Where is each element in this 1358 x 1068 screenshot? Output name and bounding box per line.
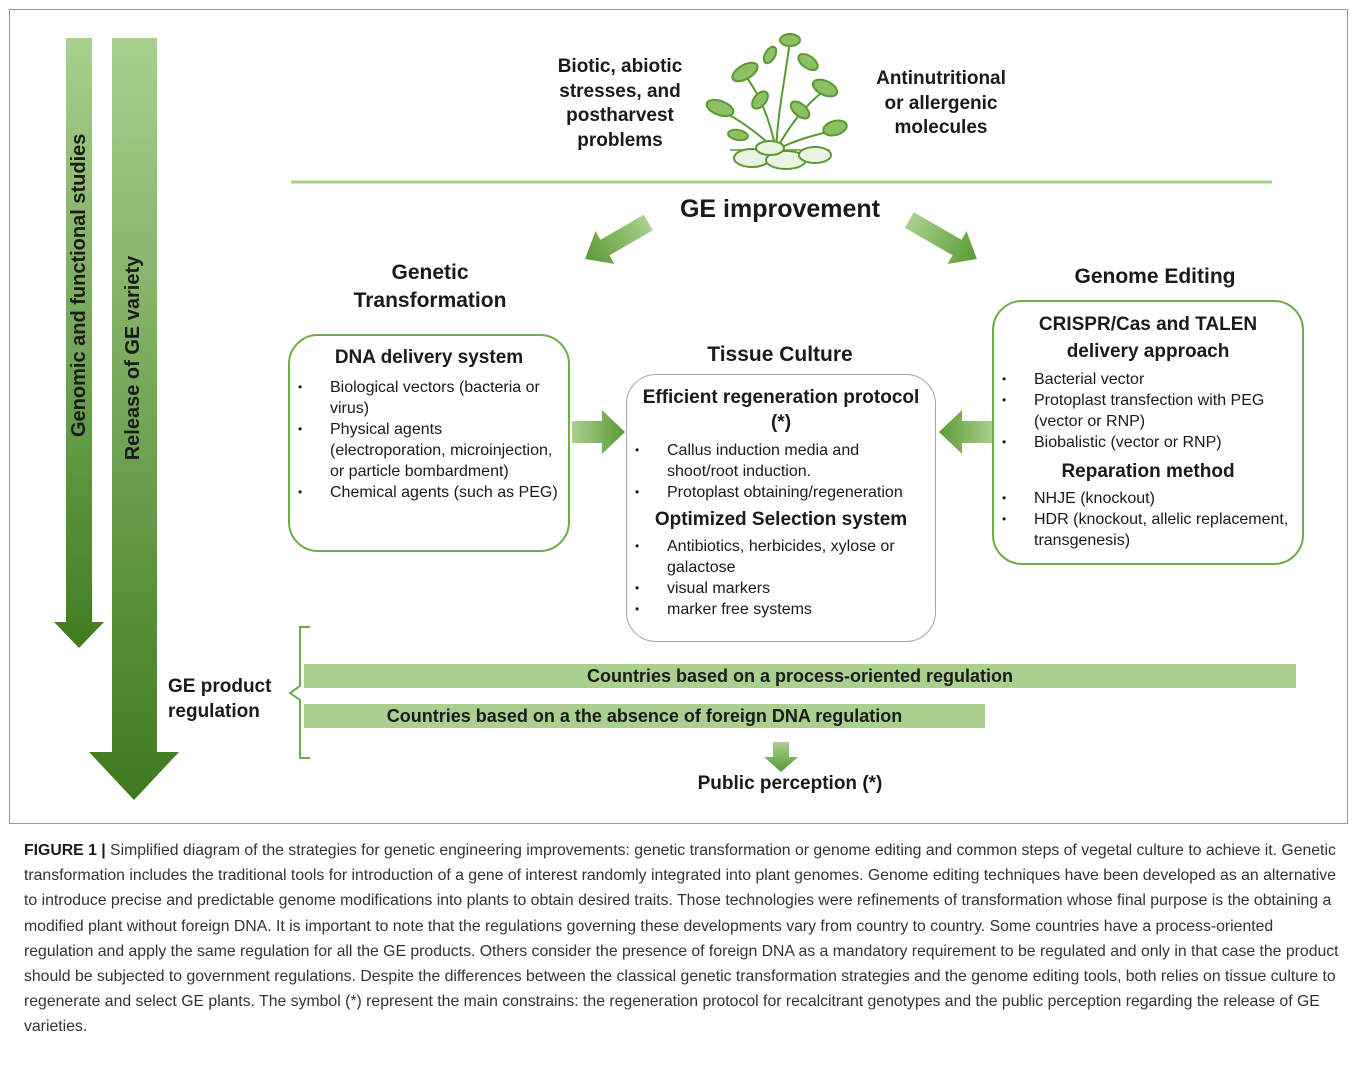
list-item: marker free systems [627,599,929,620]
figure-caption: FIGURE 1 | Simplified diagram of the str… [24,838,1340,1040]
stresses-text: Biotic, abiotic stresses, and postharves… [540,55,700,153]
antinutritional-line: Antinutritional [876,68,1006,89]
antinutritional-line: or allergenic [884,92,998,114]
dna-delivery-box: DNA delivery system Biological vectors (… [288,334,570,552]
arrow-to-genetic-transformation [585,214,653,264]
caption-label: FIGURE 1 | [24,842,106,859]
reparation-list: NHJE (knockout) HDR (knockout, allelic r… [994,488,1302,551]
diagram-graphics [54,33,1272,800]
stresses-line: postharvest [566,105,674,126]
genomic-studies-label: Genomic and functional studies [68,133,90,437]
process-oriented-bar: Countries based on a process-oriented re… [304,664,1296,688]
list-item: Chemical agents (such as PEG) [290,482,562,503]
figure-frame [9,9,1348,824]
ge-product-regulation-label: GE product regulation [168,676,272,722]
list-item: visual markers [627,578,929,599]
selection-title: Optimized Selection system [654,509,908,530]
list-item: Callus induction media and shoot/root in… [627,440,929,482]
antinutritional-text: Antinutritional or allergenic molecules [860,67,1022,141]
stresses-line: problems [577,129,663,151]
list-item: Antibiotics, herbicides, xylose or galac… [627,536,929,578]
release-arrow [89,38,179,800]
regulation-bracket [288,626,310,759]
reparation-title: Reparation method [1061,461,1235,482]
arrow-to-public-perception [764,742,798,772]
genome-editing-box: CRISPR/Cas and TALEN delivery approach B… [992,300,1304,565]
crispr-title: CRISPR/Cas and TALEN delivery approach [1038,314,1258,362]
ge-improvement-title: GE improvement [679,195,881,223]
list-item: HDR (knockout, allelic replacement, tran… [994,509,1296,551]
arrow-dna-to-tissue [572,410,625,454]
plant-icon [705,33,848,170]
dna-delivery-list: Biological vectors (bacteria or virus) P… [290,377,568,503]
regeneration-list: Callus induction media and shoot/root in… [627,440,935,503]
list-item: NHJE (knockout) [994,488,1296,509]
regeneration-title: Efficient regeneration protocol (*) [642,387,920,433]
stresses-line: Biotic, abiotic [557,56,683,77]
foreign-dna-bar: Countries based on a the absence of fore… [304,704,985,728]
release-label: Release of GE variety [122,255,144,461]
list-item: Biobalistic (vector or RNP) [994,432,1296,453]
list-item: Biological vectors (bacteria or virus) [290,377,562,419]
heading-line: Genetic [391,261,469,284]
public-perception-label: Public perception (*) [697,773,883,794]
stresses-line: stresses, and [559,80,681,102]
tissue-culture-box: Efficient regeneration protocol (*) Call… [626,374,936,642]
selection-list: Antibiotics, herbicides, xylose or galac… [627,536,935,620]
list-item: Bacterial vector [994,369,1296,390]
genetic-transformation-heading: Genetic Transformation [330,259,530,315]
arrow-editing-to-tissue [939,410,992,454]
arrow-to-genome-editing [904,212,977,264]
list-item: Protoplast obtaining/regeneration [627,482,929,503]
dna-delivery-title: DNA delivery system [334,347,524,368]
caption-text: Simplified diagram of the strategies for… [24,842,1339,1036]
genomic-studies-arrow [54,38,104,648]
antinutritional-line: molecules [894,117,988,138]
crispr-list: Bacterial vector Protoplast transfection… [994,369,1302,453]
list-item: Physical agents (electroporation, microi… [290,419,562,482]
list-item: Protoplast transfection with PEG (vector… [994,390,1296,432]
genome-editing-heading: Genome Editing [1074,265,1236,288]
heading-line: Transformation [353,289,507,312]
tissue-culture-heading: Tissue Culture [707,343,853,366]
